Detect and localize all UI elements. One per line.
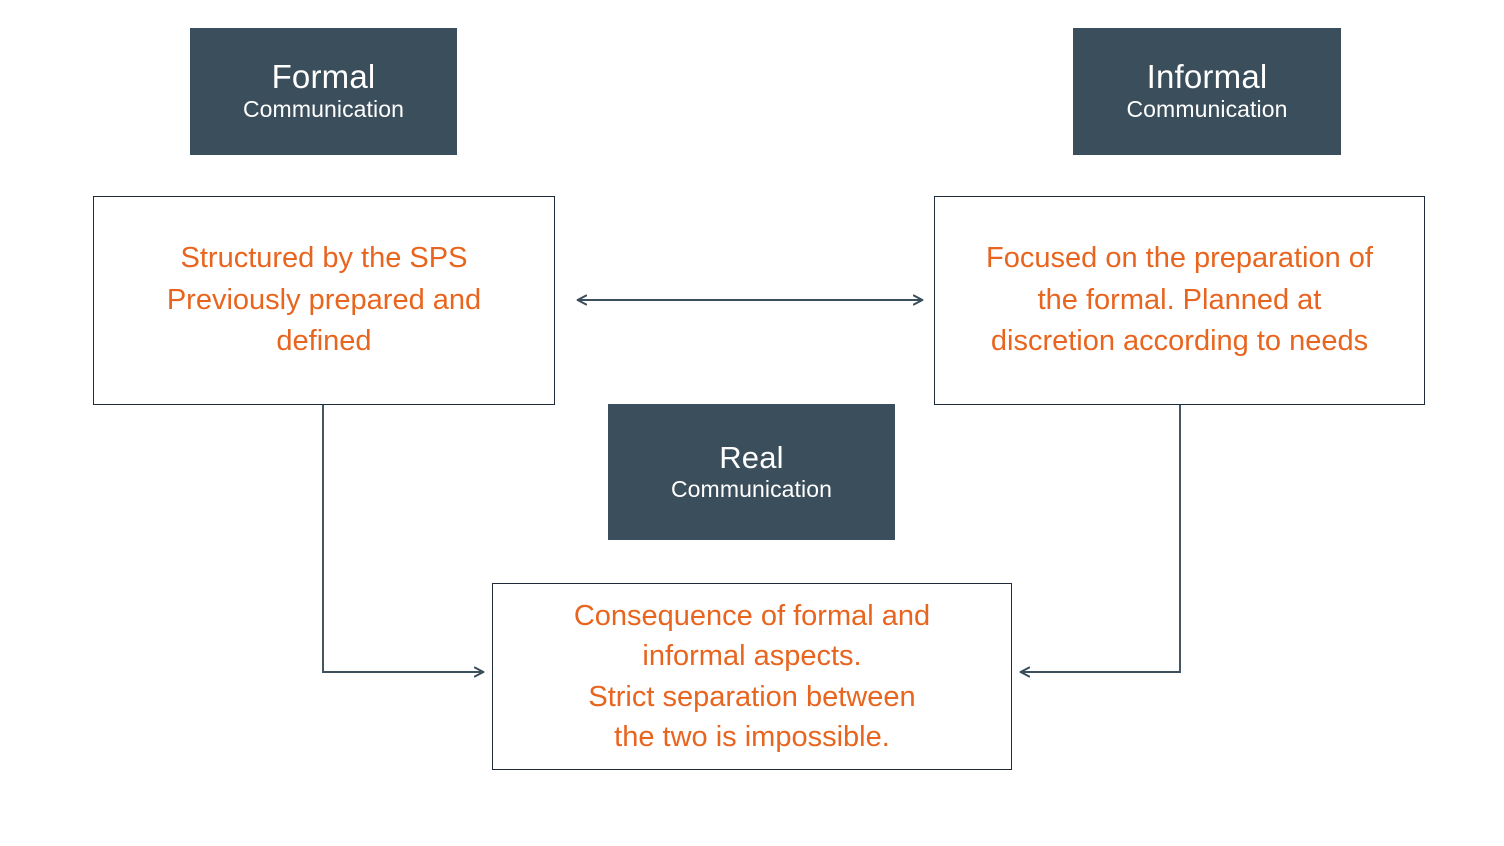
content-box-informal-text: Focused on the preparation of the formal… [986,242,1373,358]
header-real-subtitle: Communication [670,475,833,502]
header-formal: Formal Communication [190,28,457,155]
header-formal-subtitle: Communication [242,96,405,123]
header-formal-title: Formal [271,58,376,96]
header-real-title: Real [719,439,784,475]
header-informal-subtitle: Communication [1126,96,1288,123]
content-box-formal-text: Structured by the SPS Previously prepare… [166,242,482,358]
header-informal: Informal Communication [1073,28,1341,155]
arrow-informal-to-real [1019,405,1181,678]
header-informal-title: Informal [1146,58,1268,96]
content-box-real-text: Consequence of formal and informal aspec… [573,599,931,753]
content-box-real: Consequence of formal and informal aspec… [492,583,1012,770]
content-box-formal: Structured by the SPS Previously prepare… [93,196,555,405]
content-box-informal: Focused on the preparation of the formal… [934,196,1425,405]
arrow-formal-to-real [322,405,485,678]
header-real: Real Communication [608,404,895,540]
